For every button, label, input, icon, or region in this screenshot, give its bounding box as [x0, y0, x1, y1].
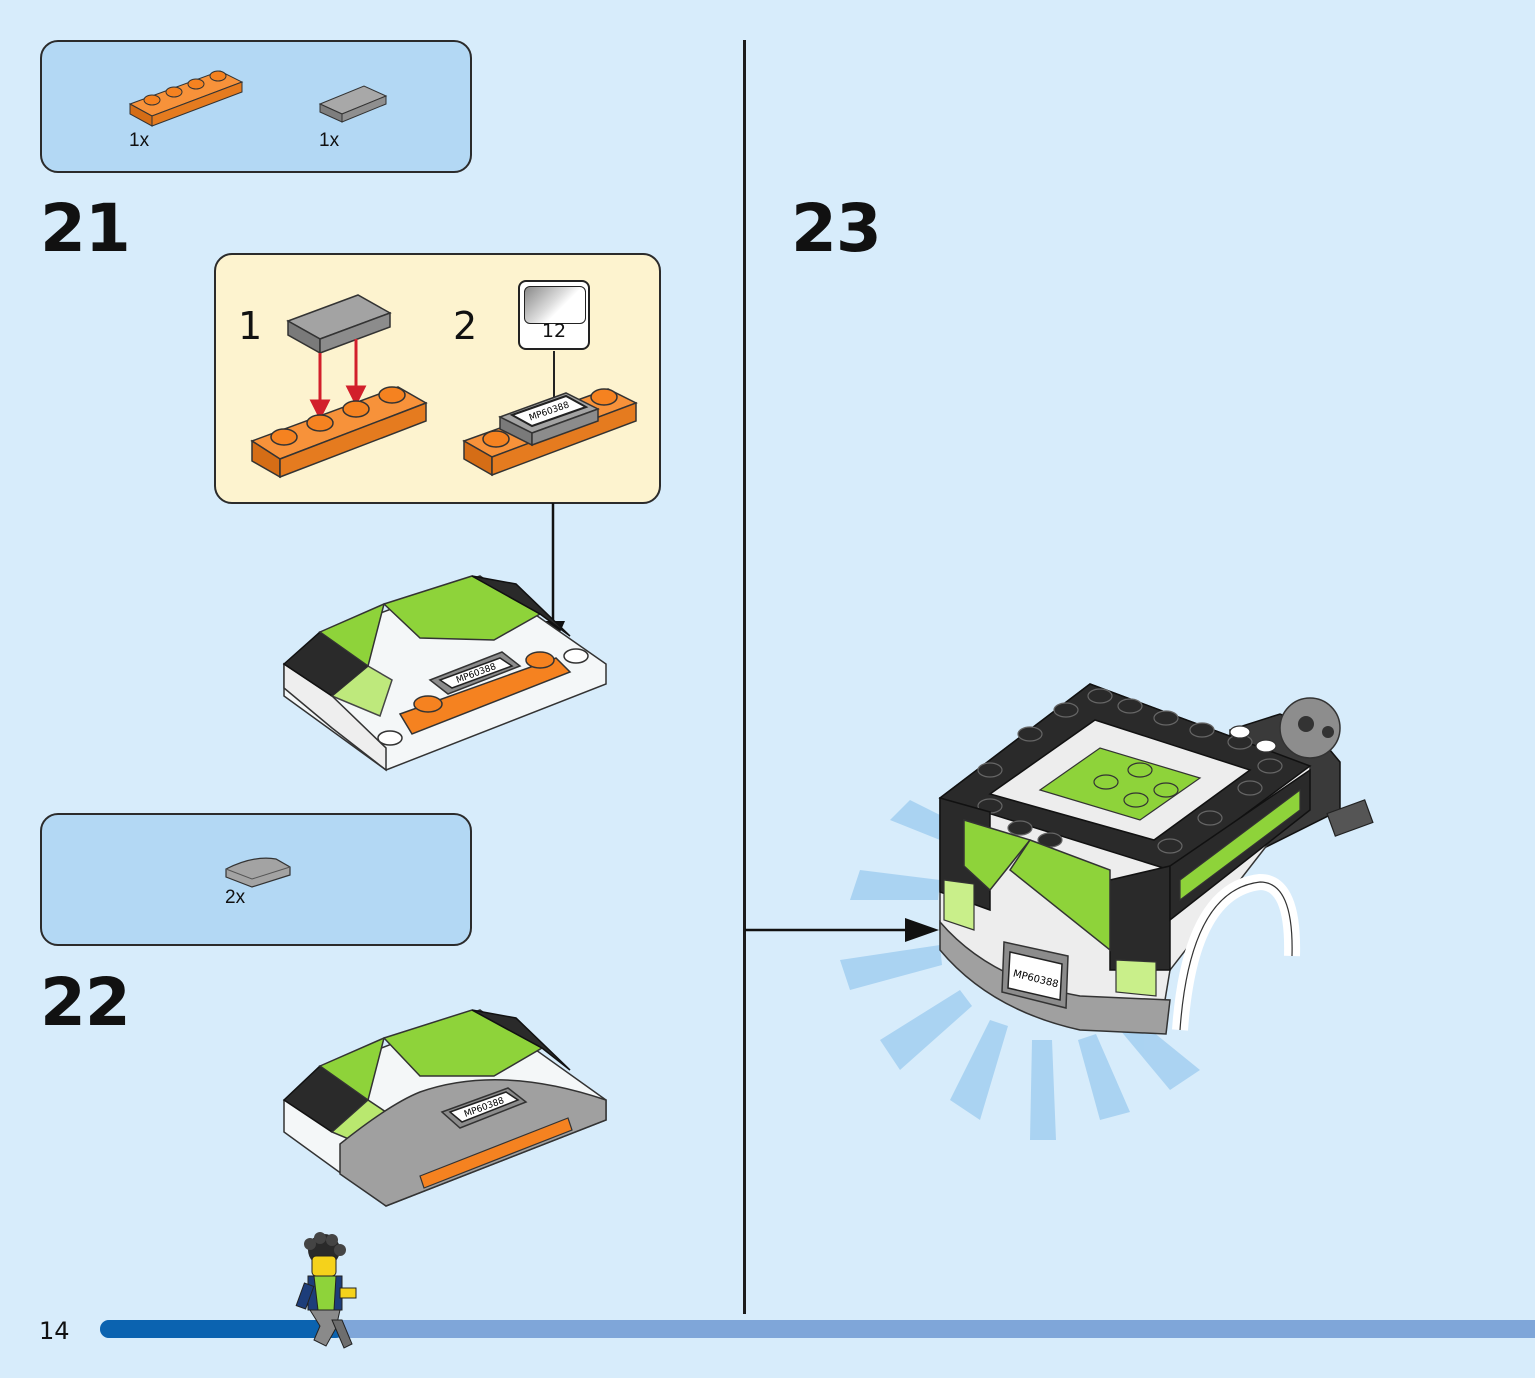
highlight-rays: [840, 800, 1200, 1140]
page-divider: [743, 40, 746, 1314]
part-qty: 2x: [225, 887, 246, 908]
orange-plate-1x4-part: [128, 70, 244, 127]
subassembly-callout: 1 2 12: [214, 253, 661, 504]
step-23-model: MP60388: [938, 683, 1374, 1035]
step-22-model: MP60388: [282, 1009, 607, 1207]
sticker-icon: [524, 286, 586, 324]
sticker-badge: 12: [518, 280, 590, 350]
gray-tile-1x2-part: [318, 85, 388, 123]
step-number-21: 21: [40, 190, 131, 267]
minifigure-icon: [295, 1232, 357, 1349]
gray-curved-slope-part: [225, 857, 291, 888]
substep-number-1: 1: [238, 304, 263, 348]
parts-list-step-21: 1x 1x: [40, 40, 472, 173]
progress-fill: [100, 1320, 344, 1338]
parts-list-step-22: 2x: [40, 813, 472, 946]
step-21-model: MP60388: [282, 575, 607, 772]
substep-1-illustration: [250, 294, 428, 479]
progress-track: [100, 1320, 1535, 1338]
step-number-23: 23: [791, 190, 882, 267]
part-qty: 1x: [129, 130, 150, 151]
substep-number-2: 2: [453, 304, 478, 348]
substep-2-illustration: MP60388: [462, 351, 638, 477]
step-number-22: 22: [40, 964, 131, 1041]
part-qty: 1x: [319, 130, 340, 151]
step-23-pointer-arrow: [745, 918, 939, 942]
page-number: 14: [39, 1317, 70, 1345]
sticker-number: 12: [541, 320, 567, 342]
